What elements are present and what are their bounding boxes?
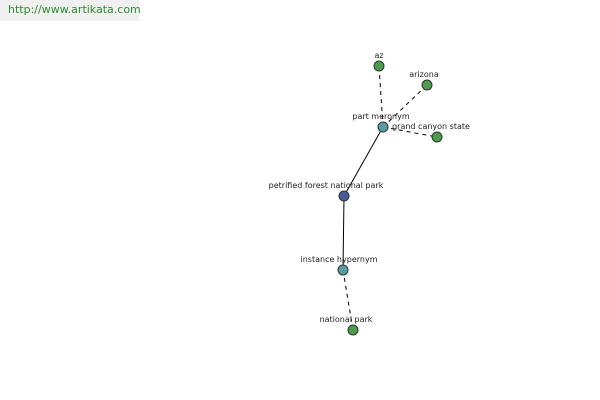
node-marker[interactable] — [338, 190, 350, 202]
source-url-text: http://www.artikata.com — [8, 3, 141, 16]
node-label: instance hypernym — [301, 255, 378, 264]
edge-part-meronym-to-arizona — [382, 84, 428, 128]
node-label: part meronym — [352, 112, 409, 121]
edge-part-meronym-to-grand-canyon-state — [382, 126, 438, 138]
node-marker[interactable] — [431, 131, 443, 143]
node-marker[interactable] — [421, 79, 433, 91]
node-national-park[interactable]: national park — [320, 315, 373, 336]
node-marker[interactable] — [347, 324, 359, 336]
source-url-banner: http://www.artikata.com — [0, 0, 141, 21]
node-marker[interactable] — [373, 60, 385, 72]
node-label: grand canyon state — [392, 122, 470, 131]
node-instance-hypernym[interactable]: instance hypernym — [301, 255, 378, 276]
node-arizona[interactable]: arizona — [409, 70, 439, 91]
node-marker[interactable] — [337, 264, 349, 276]
edges-layer — [342, 65, 438, 331]
node-label: national park — [320, 315, 373, 324]
node-label: arizona — [409, 70, 439, 79]
node-label: petrified forest national park — [269, 181, 384, 190]
edge-instance-hypernym-to-national-park — [342, 269, 354, 331]
node-center[interactable]: petrified forest national park — [269, 181, 384, 202]
nodes-layer: petrified forest national park part meron… — [269, 51, 470, 336]
node-marker[interactable] — [377, 121, 389, 133]
edge-center-to-instance-hypernym — [342, 195, 345, 271]
node-label: az — [374, 51, 383, 60]
node-part-meronym[interactable]: part meronym — [352, 112, 410, 133]
node-az[interactable]: az — [373, 51, 385, 72]
edge-center-to-part-meronym — [343, 126, 384, 197]
edge-part-meronym-to-az — [378, 65, 384, 128]
node-grand-canyon-state[interactable]: grand canyon state — [392, 122, 470, 143]
